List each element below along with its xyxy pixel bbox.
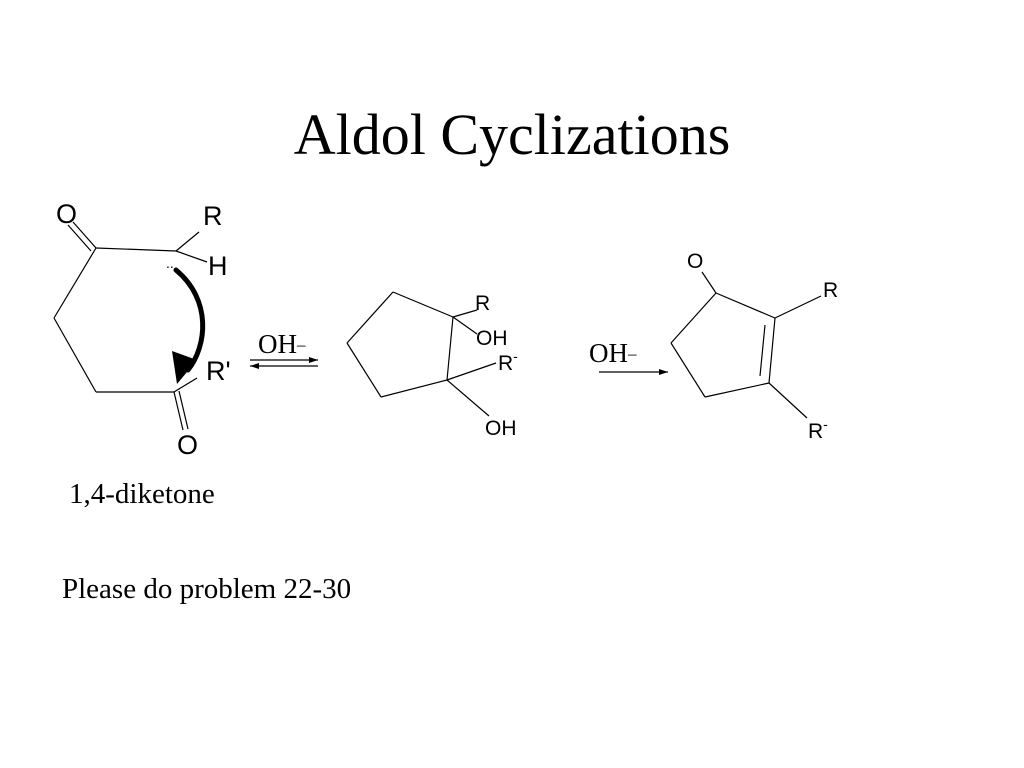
- hydroxide-label-2: OH: [589, 338, 628, 368]
- hydroxide-label-1: OH: [258, 329, 297, 359]
- product-r-minus: R-: [808, 416, 828, 443]
- intermediate-r-minus-letter: R: [498, 352, 513, 375]
- hydroxide-reagent-2: OH–: [589, 338, 637, 368]
- intermediate-hydroxyl-lower: OH: [485, 417, 517, 440]
- hydroxide-charge-1: –: [296, 335, 306, 354]
- diketone-r-group: R: [203, 201, 223, 231]
- diketone-structure: O R H .. R' O: [53, 199, 231, 460]
- enone-product-structure: O R R-: [670, 250, 838, 443]
- diketone-r-prime: R': [206, 356, 231, 386]
- slide-title: Aldol Cyclizations: [293, 102, 731, 167]
- product-r-group: R: [823, 279, 838, 302]
- intermediate-r-minus-charge: -: [513, 348, 518, 364]
- carbanion-lone-pair: ..: [166, 255, 174, 271]
- aldol-intermediate-structure: R OH R- OH: [346, 291, 518, 440]
- electron-push-arrowhead: [172, 351, 197, 384]
- equilibrium-arrows: [250, 357, 318, 369]
- problem-instruction: Please do problem 22-30: [62, 573, 352, 605]
- intermediate-bonds: [346, 291, 497, 417]
- product-oxygen: O: [687, 250, 703, 273]
- diketone-oxygen-top: O: [56, 199, 77, 229]
- alpha-hydrogen: H: [208, 251, 228, 281]
- hydroxide-reagent-1: OH–: [258, 329, 306, 359]
- product-r-minus-charge: -: [823, 416, 828, 432]
- hydroxide-charge-2: –: [627, 344, 637, 363]
- product-bonds: [670, 271, 822, 419]
- intermediate-r-minus: R-: [498, 348, 518, 375]
- product-r-minus-letter: R: [808, 420, 823, 443]
- diketone-caption: 1,4-diketone: [69, 478, 215, 510]
- intermediate-r-group: R: [475, 292, 490, 315]
- intermediate-hydroxyl-upper: OH: [476, 327, 508, 350]
- diketone-bonds: [53, 221, 208, 431]
- diketone-oxygen-bottom: O: [177, 430, 198, 460]
